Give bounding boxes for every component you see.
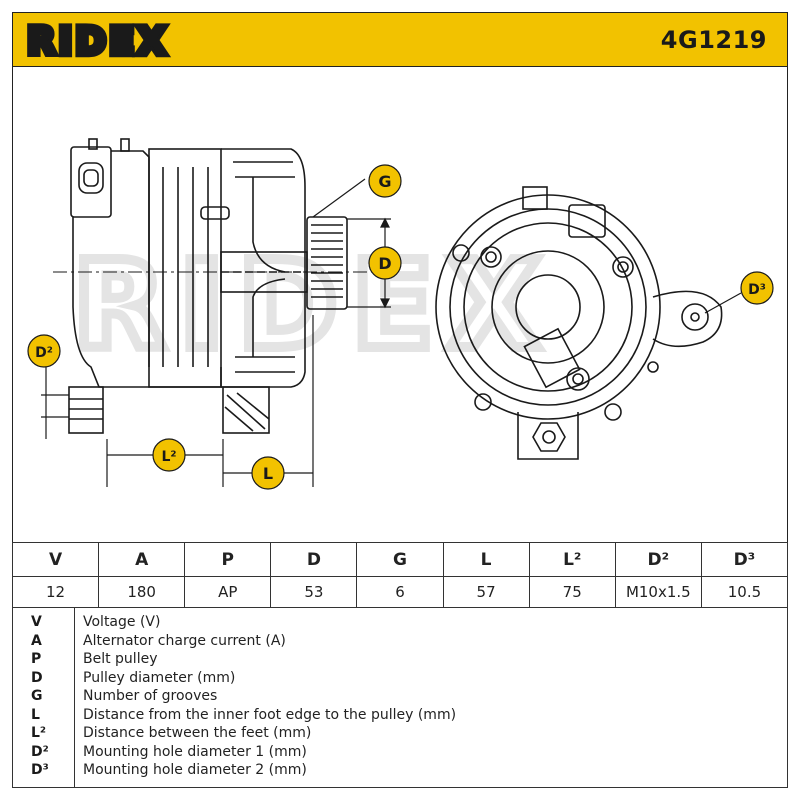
svg-text:D²: D² xyxy=(35,345,53,361)
svg-text:RIDEX: RIDEX xyxy=(27,22,169,60)
alternator-rear-view xyxy=(435,186,723,460)
legend-code: D xyxy=(31,669,43,686)
legend-description: Distance from the inner foot edge to the… xyxy=(83,706,457,723)
legend-item: G Number of grooves xyxy=(13,687,787,706)
legend-item: V Voltage (V) xyxy=(13,613,787,632)
spec-header-d: D xyxy=(270,542,358,577)
part-number: 4G1219 xyxy=(660,26,767,54)
spec-value-a: 180 xyxy=(98,576,186,608)
technical-drawing-area: RIDEX xyxy=(12,67,788,542)
legend-description: Belt pulley xyxy=(83,651,158,667)
legend-item: D² Mounting hole diameter 1 (mm) xyxy=(13,743,787,762)
spec-header-p: P xyxy=(184,542,272,577)
svg-text:D: D xyxy=(378,254,391,273)
svg-text:L: L xyxy=(263,464,273,483)
spec-header-v: V xyxy=(11,542,100,577)
legend-item: P Belt pulley xyxy=(13,650,787,669)
alternator-drawing: RIDEX xyxy=(27,138,774,490)
specifications-table: V A P D G L L² D² D³ 12 180 AP 53 6 57 7… xyxy=(11,542,789,608)
legend-description: Alternator charge current (A) xyxy=(83,632,286,649)
callout-l2: L² xyxy=(152,438,186,472)
spec-value-l2: 75 xyxy=(528,576,616,608)
legend-code: D² xyxy=(31,743,49,760)
legend-description: Mounting hole diameter 2 (mm) xyxy=(83,762,307,778)
spec-header-l2: L² xyxy=(528,542,616,577)
svg-text:D³: D³ xyxy=(748,282,766,298)
header-banner: RIDEX RIDEX 4G1219 xyxy=(12,12,788,67)
spec-value-d3: 10.5 xyxy=(700,576,789,608)
spec-header-a: A xyxy=(98,542,186,577)
spec-header-d2: D² xyxy=(614,542,702,577)
spec-value-l: 57 xyxy=(442,576,530,608)
legend-code: L xyxy=(31,706,40,723)
legend-code: L² xyxy=(31,725,47,741)
legend-item: D Pulley diameter (mm) xyxy=(13,669,787,688)
legend-description: Number of grooves xyxy=(83,688,218,704)
spec-header-l: L xyxy=(442,542,530,577)
legend-code: D³ xyxy=(31,762,49,778)
specs-value-row: 12 180 AP 53 6 57 75 M10x1.5 10.5 xyxy=(11,576,789,608)
svg-text:G: G xyxy=(378,172,391,191)
legend-item: L² Distance between the feet (mm) xyxy=(13,724,787,743)
spec-value-d2: M10x1.5 xyxy=(614,576,702,608)
legend-code: V xyxy=(31,614,42,630)
legend-code: P xyxy=(31,651,42,667)
legend-description: Pulley diameter (mm) xyxy=(83,669,236,686)
legend-panel: V Voltage (V) A Alternator charge curren… xyxy=(12,607,788,788)
callout-d: D xyxy=(368,246,402,280)
spec-value-g: 6 xyxy=(356,576,444,608)
legend-description: Distance between the feet (mm) xyxy=(83,725,312,741)
callout-l: L xyxy=(251,456,285,490)
callout-g: G xyxy=(368,164,402,198)
legend-code: G xyxy=(31,688,43,704)
specs-header-row: V A P D G L L² D² D³ xyxy=(11,542,789,577)
svg-text:L²: L² xyxy=(161,449,176,465)
spec-header-g: G xyxy=(356,542,444,577)
spec-value-v: 12 xyxy=(11,576,100,608)
legend-description: Voltage (V) xyxy=(83,614,161,630)
legend-divider xyxy=(74,607,75,787)
spec-header-d3: D³ xyxy=(700,542,789,577)
brand-logo-text: RIDEX xyxy=(27,22,169,60)
legend-item: D³ Mounting hole diameter 2 (mm) xyxy=(13,761,787,780)
legend-code: A xyxy=(31,632,42,649)
legend-item: A Alternator charge current (A) xyxy=(13,632,787,651)
callout-d2: D² xyxy=(27,334,61,368)
callout-d3: D³ xyxy=(704,271,774,314)
legend-item: L Distance from the inner foot edge to t… xyxy=(13,706,787,725)
spec-value-p: AP xyxy=(184,576,272,608)
alternator-side-view xyxy=(68,138,348,434)
legend-description: Mounting hole diameter 1 (mm) xyxy=(83,743,307,760)
ridex-logo: RIDEX RIDEX xyxy=(27,22,169,60)
spec-value-d: 53 xyxy=(270,576,358,608)
